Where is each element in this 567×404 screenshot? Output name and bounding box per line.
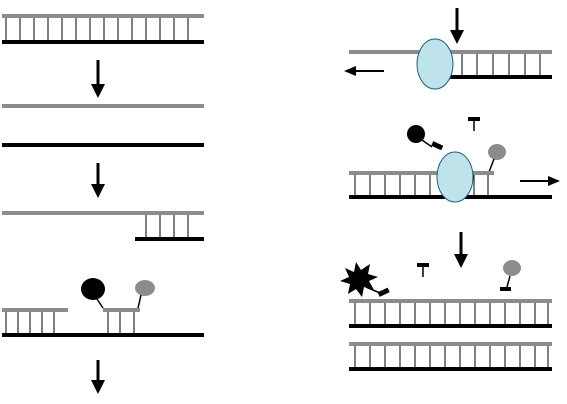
upper-strand (349, 299, 552, 303)
arrow-down-icon (454, 232, 468, 268)
template-strand (2, 333, 204, 337)
upper-strand (2, 104, 204, 108)
base-pair-rungs (354, 303, 549, 324)
lower-strand (2, 143, 204, 147)
step-1-double-strand (2, 14, 204, 44)
upper-strand (349, 342, 552, 346)
step-5-polymerase-binding (344, 8, 552, 90)
base-pair-rungs (5, 312, 135, 333)
base-pair-rungs (5, 18, 189, 40)
black-dye-icon (81, 278, 105, 309)
probe-strand (103, 308, 140, 312)
lower-strand (2, 40, 204, 44)
gray-dye-icon (500, 260, 521, 291)
step-7-fluorescence-release (340, 260, 552, 371)
upper-strand (2, 14, 204, 18)
base-pair-rungs (145, 215, 189, 237)
starburst-icon (340, 262, 390, 297)
step-2-denatured-strands (2, 104, 204, 147)
upper-strand (349, 171, 494, 175)
arrow-down-icon (450, 8, 464, 44)
new-double-strand-1 (349, 299, 552, 328)
arrow-horizontal-icon (344, 66, 384, 76)
primer (135, 237, 204, 241)
step-4-probe-hybridization (2, 278, 204, 337)
gray-dye-icon (135, 280, 155, 309)
base-pair-rungs (354, 346, 549, 367)
lower-strand (349, 367, 552, 371)
cleaved-fragment-icon (417, 263, 429, 277)
base-pair-rungs (461, 54, 541, 75)
step-3-primer-annealing (2, 211, 204, 241)
lower-strand (349, 324, 552, 328)
new-double-strand-2 (349, 342, 552, 371)
base-pair-rungs (354, 175, 489, 195)
cleaved-fragment-icon (468, 117, 480, 131)
lower-strand (448, 75, 552, 79)
arrow-down-icon (91, 360, 105, 394)
black-dye-icon (407, 125, 444, 151)
template-strand (2, 211, 204, 215)
arrow-down-icon (91, 163, 105, 198)
step-6-probe-cleavage (349, 117, 560, 203)
gray-dye-icon (488, 144, 506, 173)
arrow-down-icon (91, 60, 105, 98)
arrow-horizontal-icon (520, 176, 560, 186)
primer (2, 308, 68, 312)
oval-enzyme-icon (436, 151, 474, 203)
oval-enzyme-icon (416, 38, 454, 90)
